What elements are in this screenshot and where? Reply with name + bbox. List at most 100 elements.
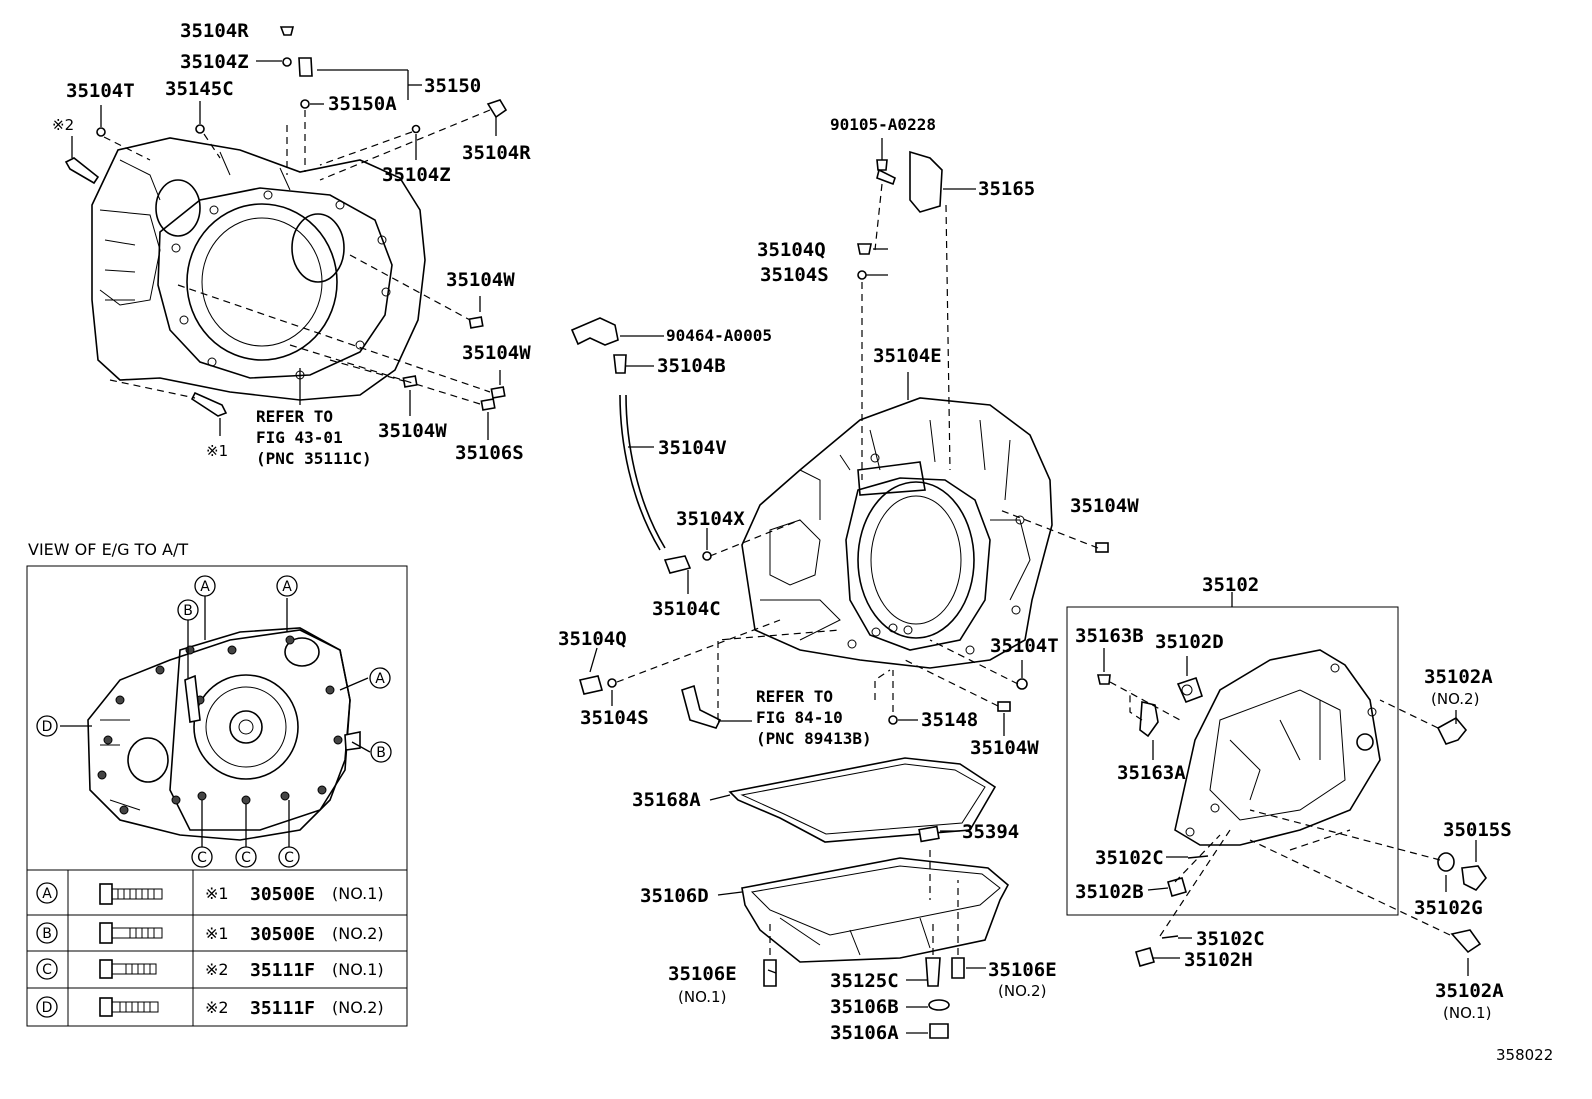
label-35150A: 35150A xyxy=(328,93,397,115)
svg-text:※2: ※2 xyxy=(205,960,229,979)
label-35104V: 35104V xyxy=(658,437,727,459)
label-35104S-bot: 35104S xyxy=(580,707,649,729)
svg-text:35111F: 35111F xyxy=(250,998,315,1019)
label-35104T-mid: 35104T xyxy=(990,635,1059,657)
view-title: VIEW OF E/G TO A/T xyxy=(28,540,188,559)
label-35104R-top: 35104R xyxy=(180,20,249,42)
label-35102A-bot-sub: (NO.1) xyxy=(1443,1004,1491,1022)
svg-text:A: A xyxy=(375,671,385,687)
label-35102D: 35102D xyxy=(1155,631,1224,653)
label-35102A-bot: 35102A xyxy=(1435,980,1504,1002)
part-labels-right: 35102 35163B 35102D 35163A 35102A (NO.2)… xyxy=(1075,574,1512,1022)
svg-text:(NO.1): (NO.1) xyxy=(332,884,384,903)
label-mark2: ※2 xyxy=(52,116,74,134)
svg-text:※2: ※2 xyxy=(205,998,229,1017)
label-35148: 35148 xyxy=(921,709,978,731)
label-35104W-2: 35104W xyxy=(462,342,531,364)
view-callout-c1: C xyxy=(191,846,213,868)
label-35104B: 35104B xyxy=(657,355,726,377)
leader-lines-right xyxy=(1103,648,1477,976)
view-callout-b2: B xyxy=(370,741,392,763)
label-35106E-right-sub: (NO.2) xyxy=(998,982,1046,1000)
bolt-table-row-c: C ※2 35111F (NO.1) xyxy=(36,958,384,981)
oil-pan xyxy=(741,825,1010,963)
label-35104W-1: 35104W xyxy=(446,269,515,291)
label-35106A: 35106A xyxy=(830,1022,899,1044)
label-35102H: 35102H xyxy=(1184,949,1253,971)
label-35394: 35394 xyxy=(962,821,1019,843)
svg-text:D: D xyxy=(42,1000,53,1016)
label-35150: 35150 xyxy=(424,75,481,97)
view-callout-d: D xyxy=(36,715,58,737)
label-35104R-right: 35104R xyxy=(462,142,531,164)
label-mark1: ※1 xyxy=(206,442,228,460)
bolt-table-row-d: D ※2 35111F (NO.2) xyxy=(36,996,384,1019)
part-labels-top-left: 35104R 35104Z 35150 35150A 35104T 35145C… xyxy=(52,20,531,468)
label-35102: 35102 xyxy=(1202,574,1259,596)
diagram-id: 358022 xyxy=(1496,1046,1553,1064)
svg-text:B: B xyxy=(42,926,52,942)
label-35104W-mid: 35104W xyxy=(1070,495,1139,517)
refer-43-01-line1: REFER TO xyxy=(256,407,333,426)
bolt-table-row-a: A ※1 30500E (NO.1) xyxy=(36,882,384,905)
label-35106E-left-sub: (NO.1) xyxy=(678,988,726,1006)
label-35104C: 35104C xyxy=(652,598,721,620)
oil-pan-gasket xyxy=(728,757,997,843)
label-35106E-left: 35106E xyxy=(668,963,737,985)
svg-text:C: C xyxy=(241,850,251,866)
label-35125C: 35125C xyxy=(830,970,899,992)
svg-text:C: C xyxy=(42,962,52,978)
small-parts-center xyxy=(570,150,1109,729)
label-35104W-3: 35104W xyxy=(378,420,447,442)
label-35104T-left: 35104T xyxy=(66,80,135,102)
label-35104Q-top: 35104Q xyxy=(757,239,826,261)
view-callout-c2: C xyxy=(235,846,257,868)
refer-84-10-line1: REFER TO xyxy=(756,687,833,706)
refer-84-10-line3: (PNC 89413B) xyxy=(756,729,872,748)
label-35104Q-bot: 35104Q xyxy=(558,628,627,650)
view-callout-a1: A xyxy=(194,575,216,597)
svg-text:(NO.2): (NO.2) xyxy=(332,998,384,1017)
view-frame xyxy=(26,565,408,1027)
label-35104E: 35104E xyxy=(873,345,942,367)
svg-text:35111F: 35111F xyxy=(250,960,315,981)
svg-text:C: C xyxy=(284,850,294,866)
svg-text:B: B xyxy=(183,603,193,619)
svg-text:※1: ※1 xyxy=(205,924,229,943)
svg-text:(NO.1): (NO.1) xyxy=(332,960,384,979)
svg-text:C: C xyxy=(197,850,207,866)
label-35102C-2: 35102C xyxy=(1196,928,1265,950)
extension-housing-group xyxy=(1066,592,1487,967)
label-35104W-bot: 35104W xyxy=(970,737,1039,759)
label-35102A-top-sub: (NO.2) xyxy=(1431,690,1479,708)
svg-text:A: A xyxy=(282,579,292,595)
svg-text:A: A xyxy=(200,579,210,595)
small-parts-top-left xyxy=(64,26,508,417)
svg-text:30500E: 30500E xyxy=(250,924,315,945)
transaxle-case-illustration xyxy=(741,397,1053,669)
label-35104Z-right: 35104Z xyxy=(382,164,451,186)
label-35104Z-top: 35104Z xyxy=(180,51,249,73)
svg-text:D: D xyxy=(42,719,53,735)
view-callout-c3: C xyxy=(278,846,300,868)
label-35102B: 35102B xyxy=(1075,881,1144,903)
label-35163A: 35163A xyxy=(1117,762,1186,784)
view-callout-a2: A xyxy=(276,575,298,597)
label-35168A: 35168A xyxy=(632,789,701,811)
label-35015S: 35015S xyxy=(1443,819,1512,841)
label-35106D: 35106D xyxy=(640,885,709,907)
label-35106E-right: 35106E xyxy=(988,959,1057,981)
label-35106B: 35106B xyxy=(830,996,899,1018)
label-35102C-1: 35102C xyxy=(1095,847,1164,869)
view-callout-b1: B xyxy=(177,599,199,621)
label-90464-A0005: 90464-A0005 xyxy=(666,326,772,345)
leader-lines-top-left xyxy=(71,60,501,440)
refer-43-01-line2: FIG 43-01 xyxy=(256,428,343,447)
label-35104S-top: 35104S xyxy=(760,264,829,286)
label-35102A-top: 35102A xyxy=(1424,666,1493,688)
svg-text:A: A xyxy=(42,886,52,902)
label-35145C: 35145C xyxy=(165,78,234,100)
leader-lines-center xyxy=(589,138,1099,1034)
svg-text:B: B xyxy=(376,745,386,761)
